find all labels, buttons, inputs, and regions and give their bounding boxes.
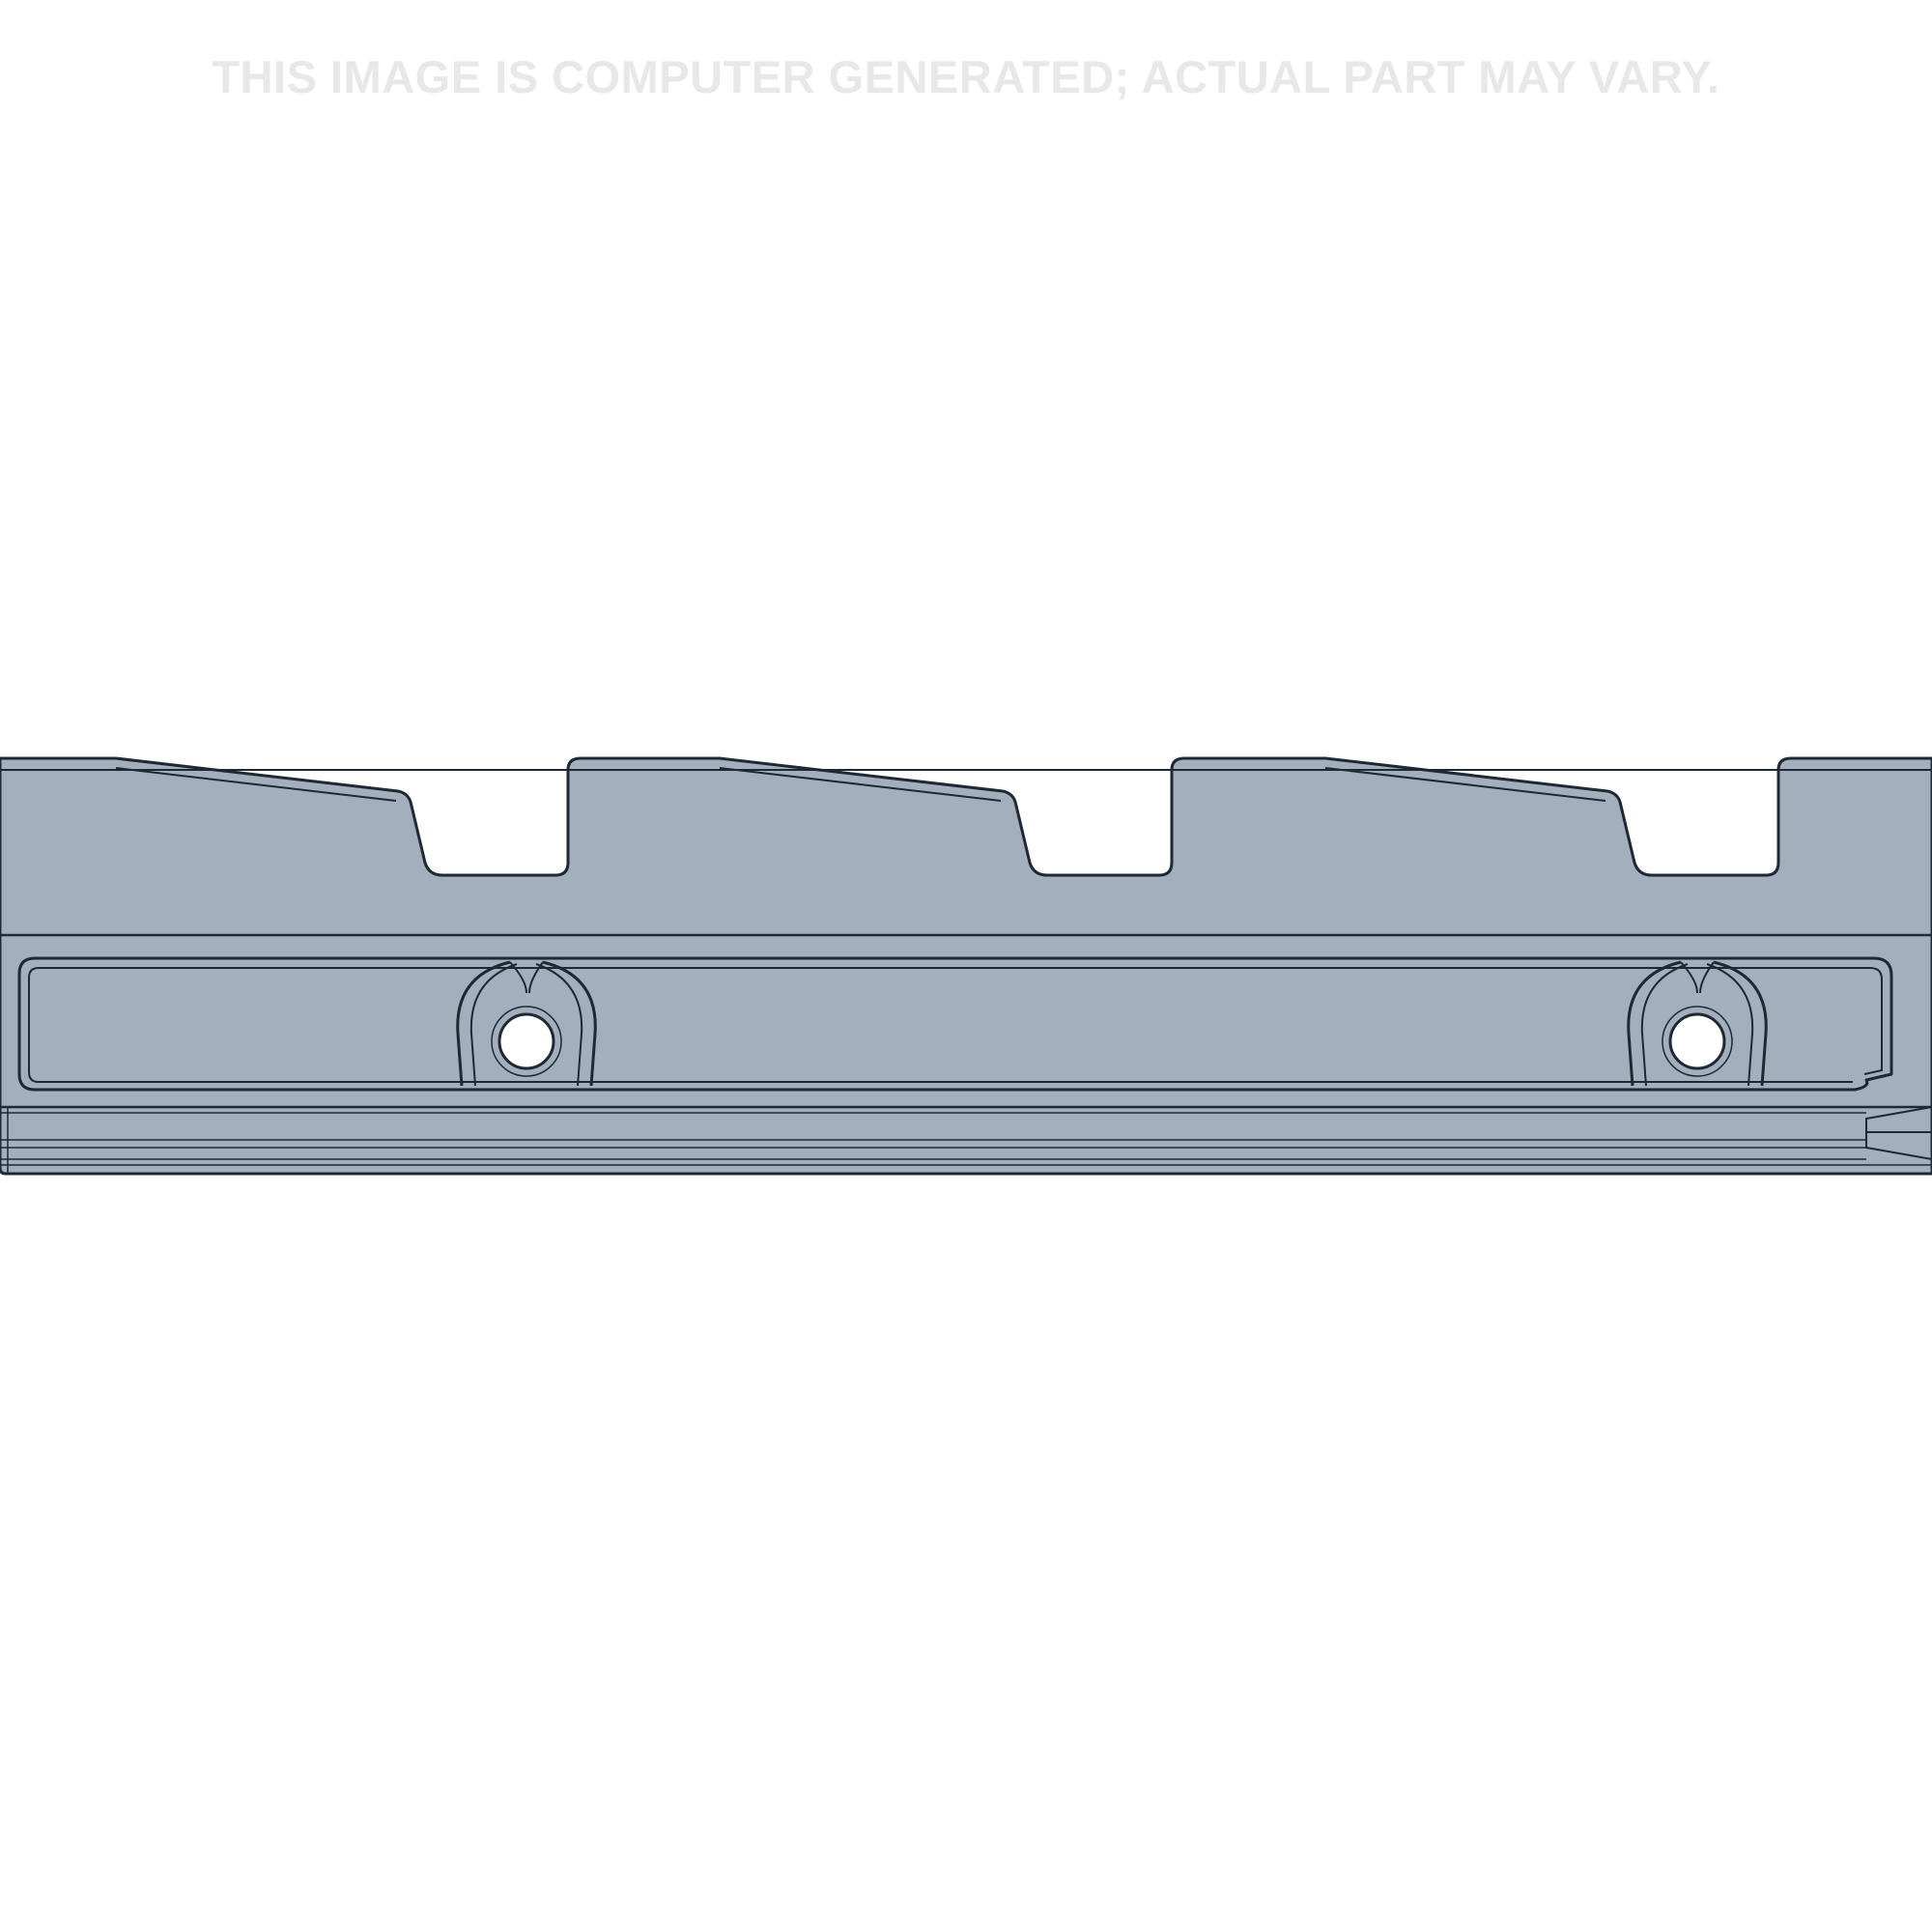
notch-edge-lines [0,767,1932,802]
disclaimer-text: THIS IMAGE IS COMPUTER GENERATED; ACTUAL… [212,51,1720,102]
mounting-boss-right [1627,960,1768,1087]
mounting-hole-left [497,1012,555,1070]
mounting-hole-right [1668,1012,1726,1070]
mounting-boss-left [456,960,597,1087]
bottom-rail-lines [0,1105,1932,1174]
end-chamfer [1865,1106,1932,1160]
recessed-slot-inner [28,967,1883,1083]
recessed-slot [17,956,1893,1092]
part-body [0,756,1932,1176]
